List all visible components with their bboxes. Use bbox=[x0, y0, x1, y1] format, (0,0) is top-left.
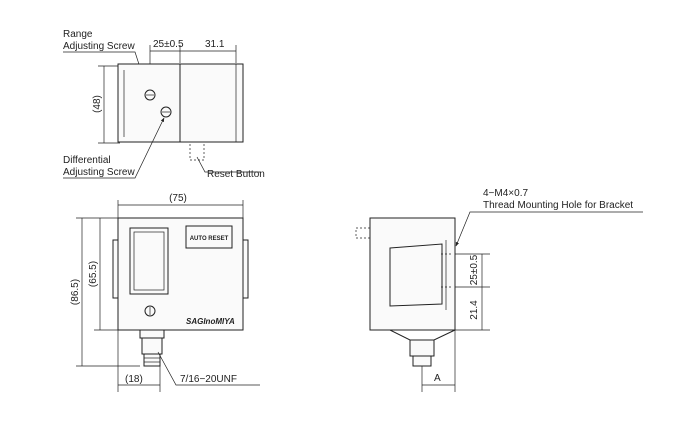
thread-hole-label-line1: 4−M4×0.7 bbox=[483, 188, 528, 199]
front-side-right bbox=[242, 239, 249, 299]
reset-button-label: Reset Button bbox=[207, 169, 265, 180]
spacing-dimension: 25±0.5 bbox=[153, 39, 184, 50]
thread-hole-label-line2: Thread Mounting Hole for Bracket bbox=[483, 200, 633, 211]
range-screw-label-line1: Range bbox=[63, 29, 93, 40]
side-body bbox=[369, 217, 456, 331]
side-lower-edge bbox=[370, 329, 456, 341]
thread-label: 7/16−20UNF bbox=[180, 374, 237, 385]
front-view: (75) (86.5) (65.5) AUTO RESET SAGInoMIYA… bbox=[70, 193, 260, 392]
nameplate-text: AUTO RESET bbox=[190, 236, 229, 242]
thread-hole-leader bbox=[455, 211, 643, 247]
dimension-a: A bbox=[434, 373, 441, 384]
front-width-dimension: (75) bbox=[169, 193, 187, 204]
range-adjusting-screw bbox=[144, 89, 156, 101]
fitting-neck bbox=[139, 329, 165, 339]
thread-leader bbox=[157, 351, 260, 386]
width-dimension: 31.1 bbox=[205, 39, 225, 50]
fitting-width-dimension: (18) bbox=[125, 374, 143, 385]
side-reset-tab bbox=[355, 227, 371, 239]
fitting-thread bbox=[143, 353, 161, 367]
total-height-dimension: (86.5) bbox=[70, 279, 81, 305]
hole-offset-dimension: 21.4 bbox=[469, 300, 480, 320]
reset-leader bbox=[196, 156, 260, 173]
differential-adjusting-screw bbox=[160, 106, 172, 118]
brand-logo: SAGInoMIYA bbox=[186, 317, 235, 326]
range-screw-label-line2: Adjusting Screw bbox=[63, 41, 135, 52]
side-fitting-hex bbox=[409, 339, 435, 357]
side-view: 4−M4×0.7 Thread Mounting Hole for Bracke… bbox=[355, 188, 643, 392]
top-view: Range Adjusting Screw 25±0.5 31.1 (48) R… bbox=[63, 29, 265, 180]
front-window-inner bbox=[133, 231, 165, 291]
front-side-left bbox=[112, 239, 119, 299]
fitting-hex bbox=[141, 337, 163, 355]
hole-spacing-dimension: 25±0.5 bbox=[469, 254, 480, 285]
nameplate bbox=[185, 225, 233, 249]
differential-leader bbox=[63, 117, 165, 179]
front-screw bbox=[144, 305, 156, 317]
side-fitting-thread bbox=[412, 355, 432, 367]
top-cover-right bbox=[179, 63, 244, 143]
height-dimension: (48) bbox=[92, 95, 103, 113]
front-window bbox=[129, 227, 169, 295]
differential-label-line2: Adjusting Screw bbox=[63, 167, 135, 178]
differential-label-line1: Differential bbox=[63, 155, 111, 166]
side-cover-profile bbox=[389, 243, 443, 307]
body-height-dimension: (65.5) bbox=[88, 261, 99, 287]
